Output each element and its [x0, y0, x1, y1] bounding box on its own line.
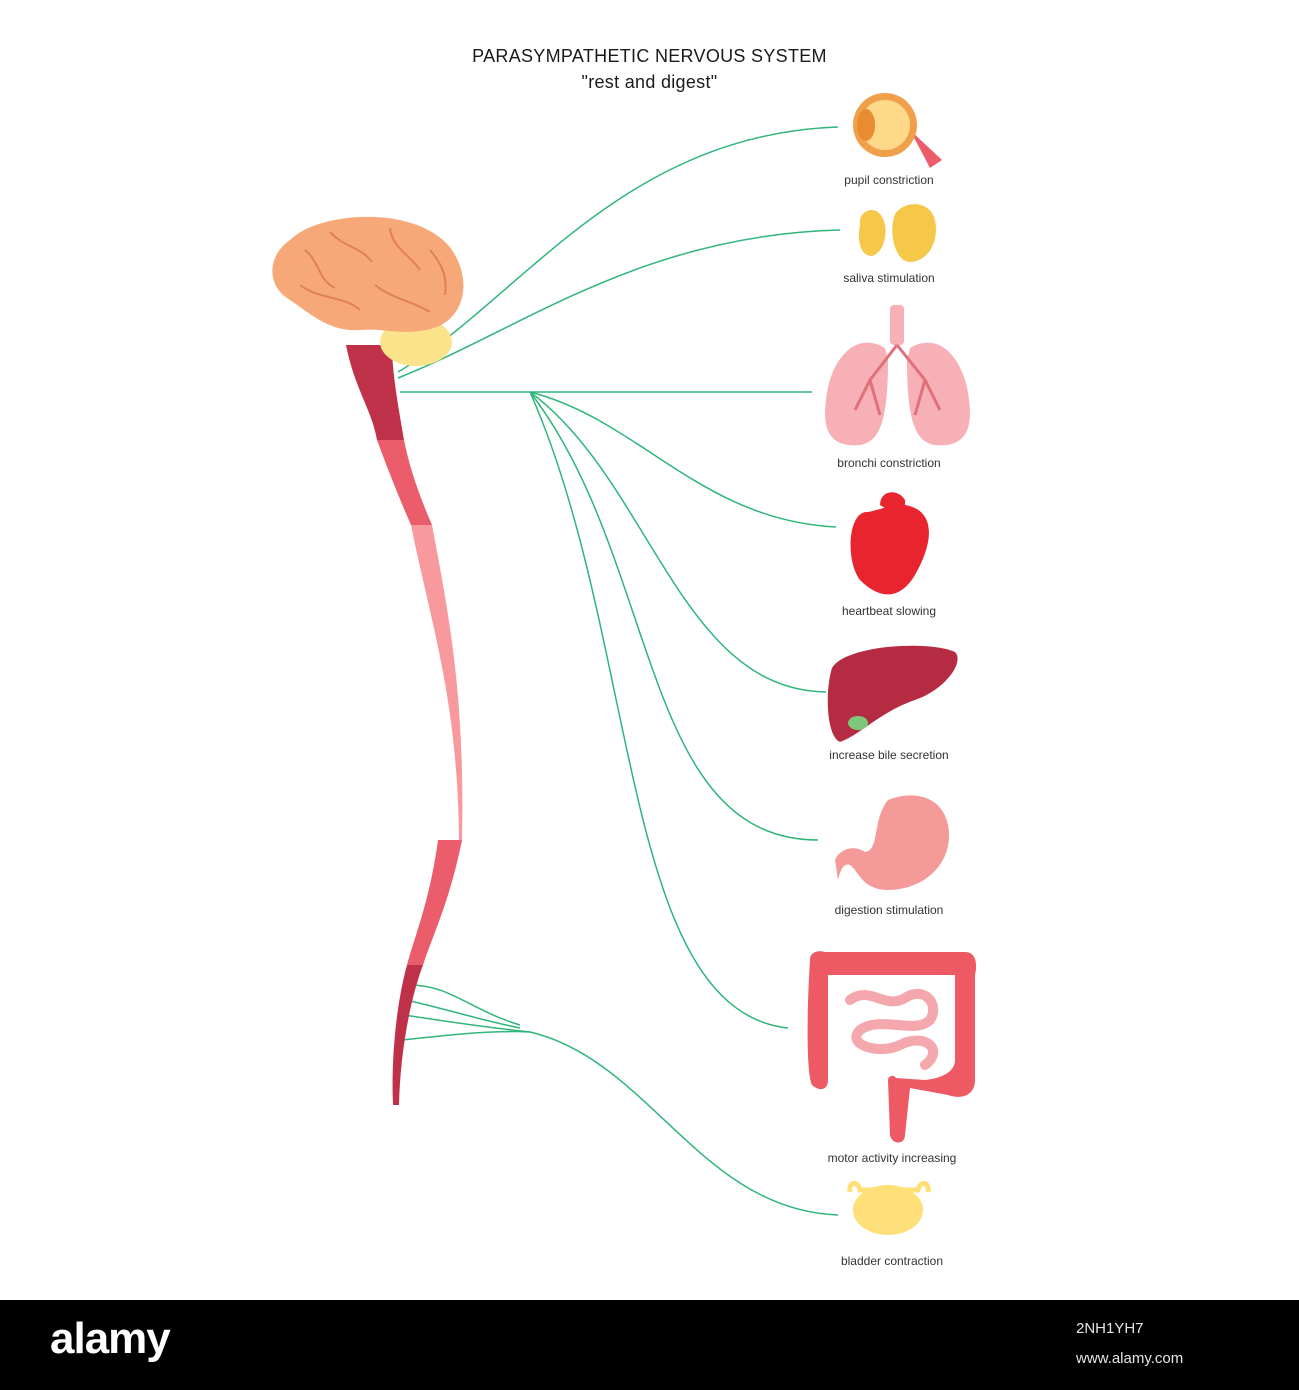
- nerve-spine-fan-4: [401, 1030, 531, 1041]
- bladder-icon: [847, 1181, 931, 1235]
- nerve-bladder: [529, 1031, 839, 1216]
- label-bladder-contraction: bladder contraction: [840, 1254, 944, 1268]
- nervous-system-diagram: [272, 93, 977, 1235]
- eye-icon: [853, 93, 942, 168]
- brand-logo[interactable]: alamy: [50, 1314, 171, 1363]
- nerve-lines: [397, 126, 841, 1216]
- spine-segment-sacral: [392, 965, 423, 1105]
- salivary-gland-icon: [858, 204, 936, 262]
- lung-right-icon: [907, 342, 970, 446]
- nerve-eye: [397, 126, 839, 373]
- nerve-stomach: [529, 391, 819, 841]
- page-subtitle: "rest and digest": [581, 72, 718, 92]
- spine-segment-thoracic-upper: [377, 440, 432, 525]
- label-bronchi-constriction: bronchi constriction: [837, 456, 941, 470]
- stomach-icon: [835, 795, 950, 890]
- page-title: PARASYMPATHETIC NERVOUS SYSTEM: [472, 46, 827, 66]
- nerve-spine-fan-1: [409, 984, 521, 1026]
- bladder-body-icon: [853, 1185, 923, 1235]
- intestines-icon: [807, 951, 977, 1143]
- heart-body-icon: [850, 504, 929, 595]
- nerve-salivary: [397, 229, 841, 379]
- bronchi-lines: [853, 344, 942, 416]
- lung-left-icon: [825, 342, 888, 446]
- watermark-footer: alamy 2NH1YH7 www.alamy.com: [0, 1300, 1299, 1390]
- large-intestine-icon: [807, 951, 977, 1143]
- label-digestion-stimulation: digestion stimulation: [834, 903, 944, 917]
- diagram-canvas: PARASYMPATHETIC NERVOUS SYSTEM "rest and…: [272, 46, 977, 1268]
- gallbladder-icon: [848, 716, 868, 730]
- cerebrum-icon: [272, 216, 464, 332]
- small-intestine-icon: [845, 988, 939, 1070]
- spine-segment-lumbar: [407, 840, 462, 965]
- spine-segment-thoracic: [411, 525, 463, 840]
- label-heartbeat-slowing: heartbeat slowing: [841, 604, 937, 618]
- optic-nerve-icon: [910, 130, 942, 168]
- lungs-icon: [825, 305, 970, 446]
- liver-icon: [827, 645, 958, 742]
- brain-fold-lines: [299, 227, 447, 313]
- label-increase-bile-secretion: increase bile secretion: [829, 748, 949, 762]
- trachea-icon: [890, 305, 904, 345]
- nerve-spine-fan-2: [405, 999, 521, 1029]
- eye-inner-icon: [860, 100, 910, 150]
- liver-body-icon: [827, 645, 958, 742]
- brain-icon: [272, 216, 464, 366]
- gland-right-icon: [892, 204, 936, 262]
- nerve-spine-fan-3: [403, 1014, 531, 1033]
- label-motor-activity-increasing: motor activity increasing: [827, 1151, 957, 1165]
- nerve-heart: [529, 391, 837, 528]
- site-url[interactable]: www.alamy.com: [1076, 1350, 1184, 1367]
- spine-segment-cervical: [346, 345, 404, 440]
- heart-icon: [850, 492, 929, 595]
- label-pupil-constriction: pupil constriction: [844, 173, 934, 187]
- stomach-body-icon: [835, 795, 950, 890]
- nerve-intestines: [529, 391, 789, 1029]
- nerve-liver: [529, 391, 827, 693]
- label-saliva-stimulation: saliva stimulation: [843, 271, 935, 285]
- gland-left-icon: [858, 209, 886, 256]
- lens-icon: [857, 109, 875, 141]
- image-id: 2NH1YH7: [1076, 1320, 1144, 1337]
- spinal-cord: [346, 345, 463, 1105]
